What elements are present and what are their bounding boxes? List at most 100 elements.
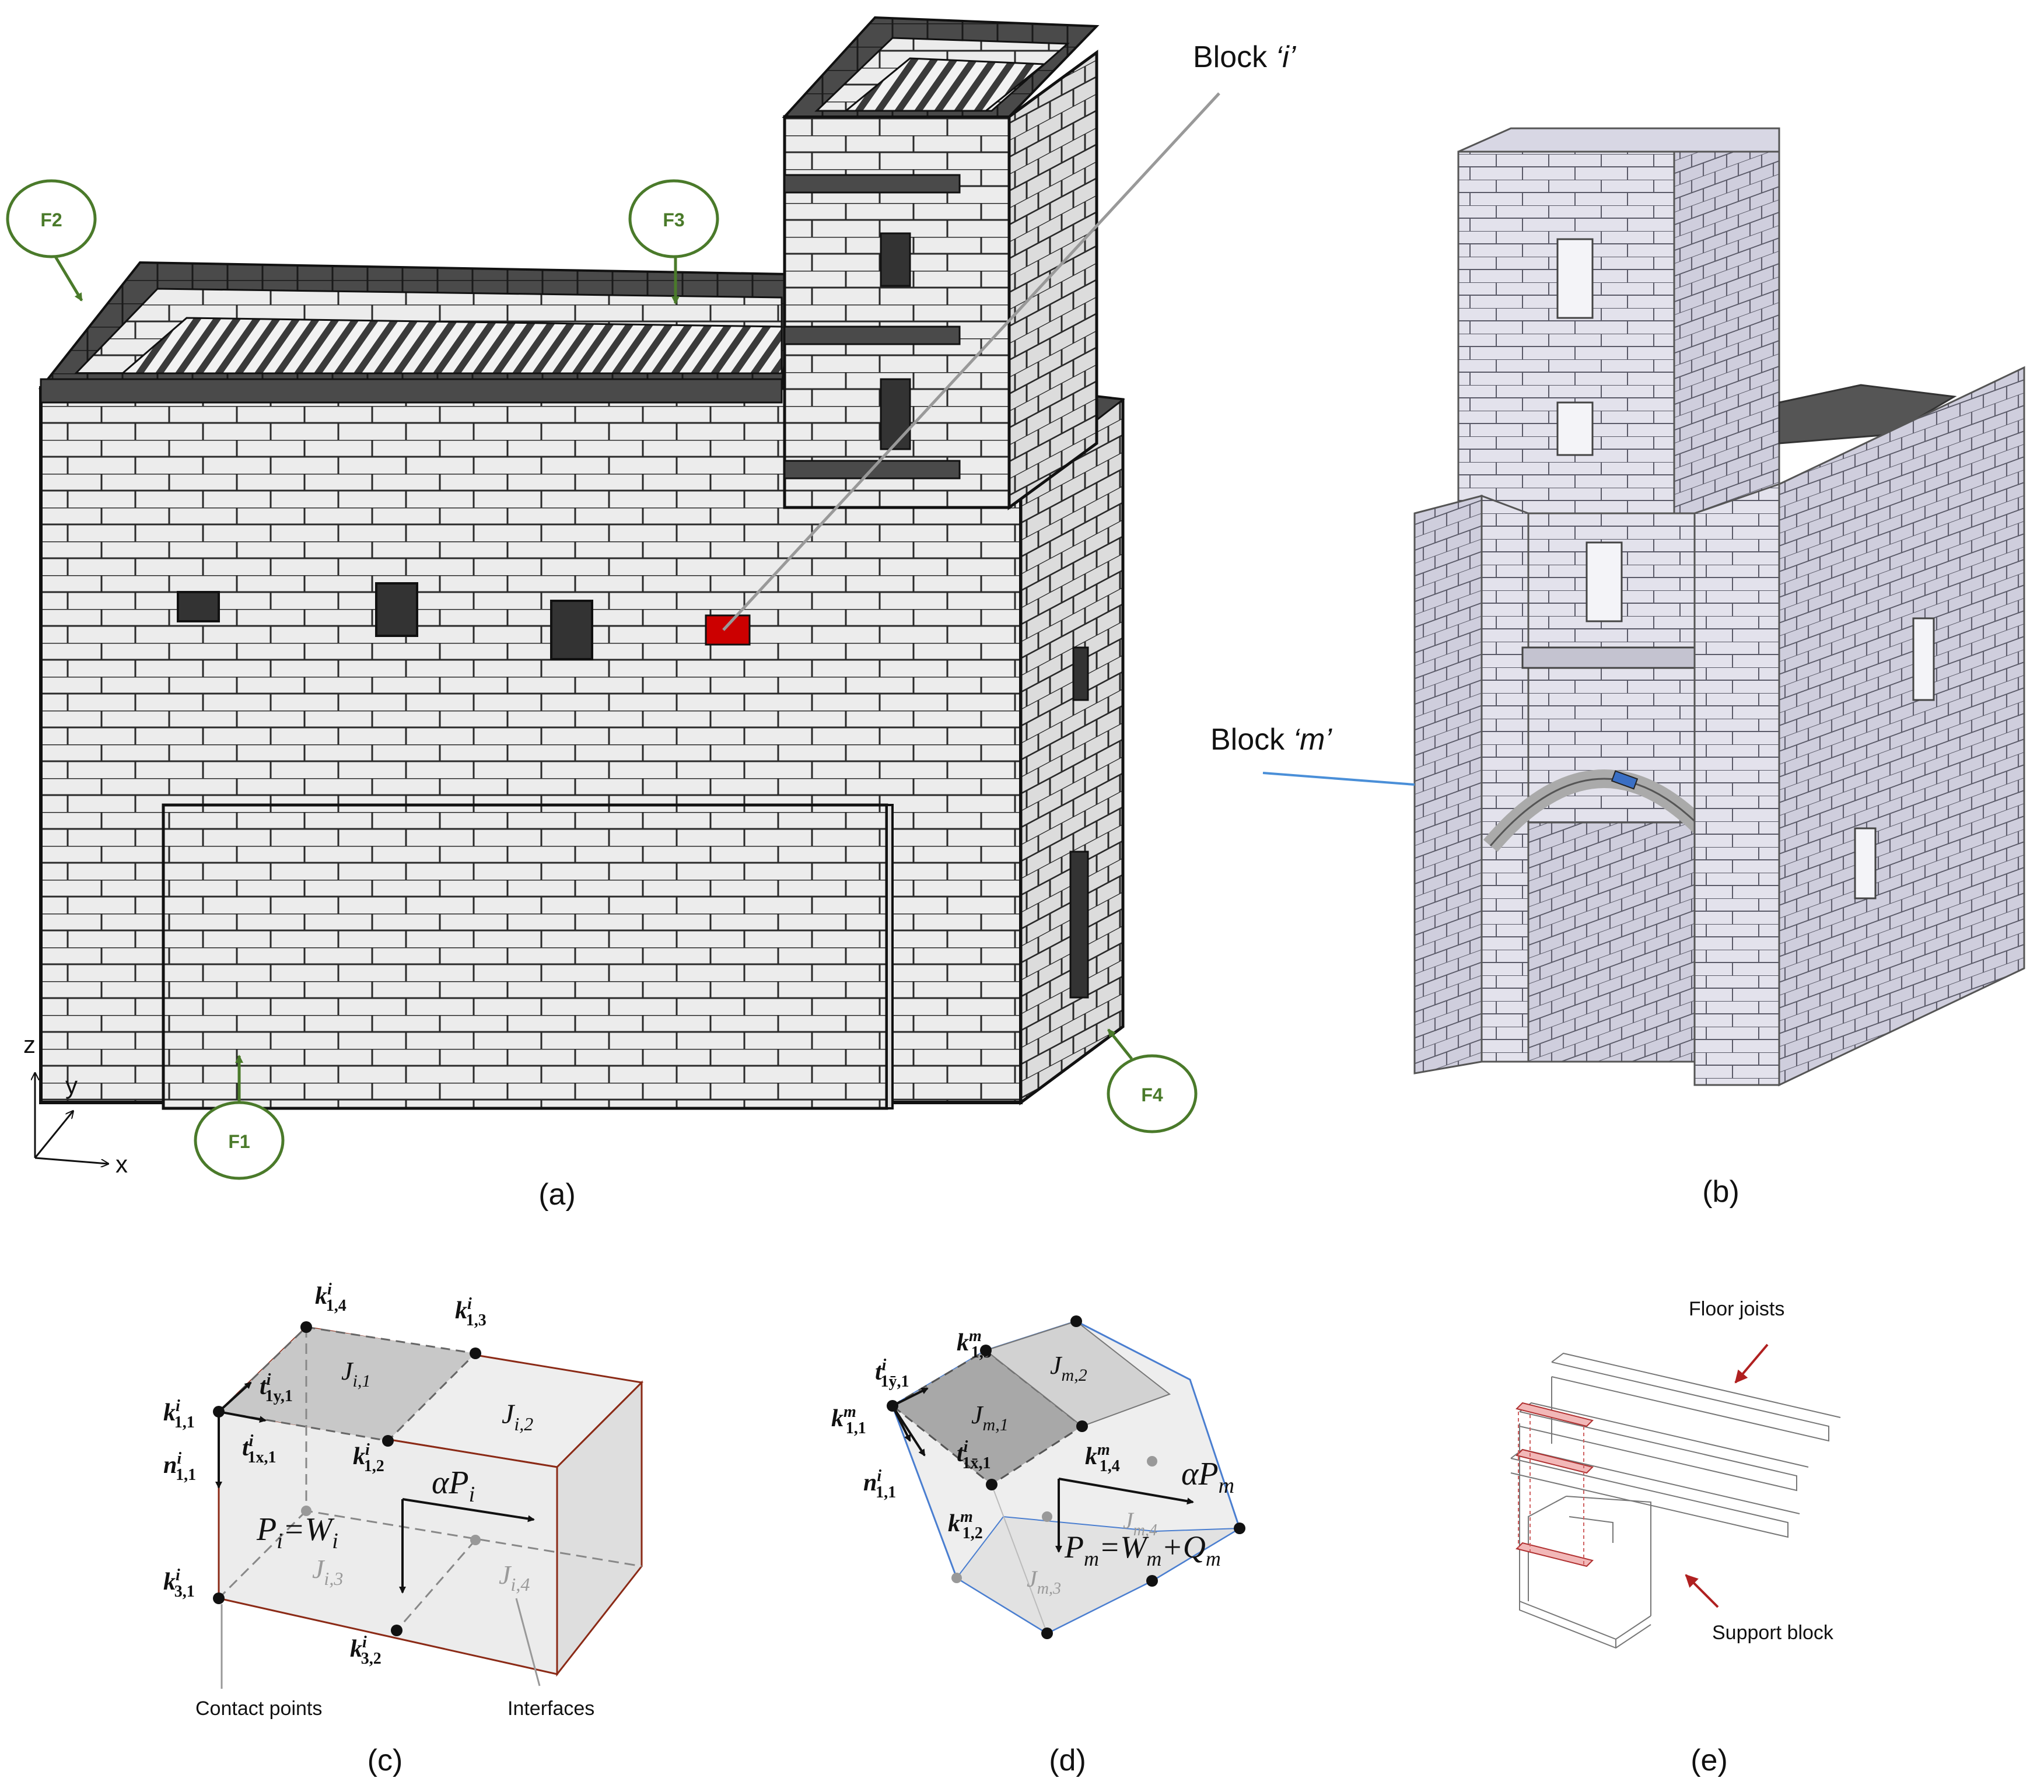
label-J1: Ji,1 (341, 1357, 370, 1391)
window-3 (550, 600, 593, 660)
t1y-vector-d (892, 1387, 929, 1407)
panel-b: Block ‘m’ (b) (1210, 127, 2025, 1209)
interfaces-label: Interfaces (508, 1698, 594, 1720)
label-alphaP-c: αPi (432, 1465, 475, 1507)
panel-a: Block ‘i’ F2 F3 F1 F4 z y (6, 16, 1297, 1212)
floor-b (1521, 646, 1719, 669)
tower-b-side (1673, 150, 1780, 526)
caption-c: (c) (368, 1744, 403, 1777)
tower-b-top (1458, 127, 1780, 153)
tower-joists (843, 57, 1047, 112)
caption-a: (a) (538, 1178, 576, 1212)
right-wall-b-side (1778, 366, 2025, 1087)
caption-d: (d) (1049, 1744, 1086, 1777)
tower-window-2 (880, 378, 911, 450)
svg-text:y: y (65, 1072, 78, 1099)
force-F3: F3 (628, 179, 719, 304)
t1x-vector (218, 1410, 267, 1423)
label-PW-c: Pi=Wi (256, 1511, 338, 1553)
highlighted-block-i (705, 614, 751, 646)
right-wall-b-window-1 (1912, 617, 1935, 701)
svg-text:F1: F1 (228, 1131, 250, 1152)
door-side (1069, 850, 1089, 999)
label-Jm1: Jm,1 (971, 1401, 1009, 1434)
highlighted-block-m (1611, 770, 1639, 790)
svg-text:F3: F3 (663, 209, 684, 230)
arch-b-area (1527, 821, 1710, 1063)
right-wall-b-window-2 (1854, 827, 1877, 900)
left-wall-b-face (1480, 494, 1530, 1063)
parapet-front-rim (40, 378, 783, 404)
right-buttress (886, 804, 894, 1110)
label-J3: Ji,3 (312, 1554, 343, 1589)
joists-wireframe (1510, 1352, 1841, 1649)
n11-vector-d (891, 1405, 911, 1442)
label-PWQ-d: Pm=Wm+Qm (1064, 1530, 1221, 1570)
block-i-label: Block ‘i’ (1193, 40, 1297, 74)
tower-b-front (1457, 150, 1675, 526)
label-alphaP-d: αPm (1181, 1456, 1234, 1498)
right-wall-b (1693, 482, 1780, 1086)
force-F1: F1 (194, 1055, 285, 1180)
window-1 (177, 591, 220, 622)
floor-joists-arrow (1734, 1343, 1769, 1384)
label-Jm3: Jm,3 (1027, 1566, 1061, 1598)
tower-side (1007, 50, 1098, 510)
tower-window-1 (880, 232, 911, 287)
label-Jm2: Jm,2 (1050, 1351, 1087, 1385)
contact-points-label: Contact points (195, 1698, 322, 1720)
svg-text:x: x (116, 1150, 128, 1178)
lower-wall-projection (162, 803, 888, 1110)
floor-joists-label: Floor joists (1689, 1298, 1784, 1320)
block-c (216, 1326, 644, 1677)
force-F4: F4 (1107, 1028, 1198, 1133)
coordinate-axes: z y x (23, 1031, 128, 1178)
label-J2: Ji,2 (502, 1399, 533, 1434)
block-m-label: Block ‘m’ (1210, 723, 1332, 757)
panel-e: Floor joists Support block (e) (1510, 1298, 1841, 1777)
block-m-leader (1262, 772, 1415, 786)
caption-e: (e) (1690, 1744, 1728, 1777)
tower-band-1 (783, 174, 961, 194)
tower-band-2 (783, 326, 961, 345)
svg-text:F2: F2 (40, 209, 62, 230)
force-F2: F2 (6, 179, 97, 302)
tower-b-window-2 (1556, 401, 1594, 456)
window-side-1 (1072, 646, 1089, 701)
support-pads (1516, 1402, 1594, 1567)
roof-joists (120, 317, 783, 374)
alphaP-vector-c (402, 1498, 535, 1522)
left-wall-b (1413, 495, 1483, 1074)
label-Jm4: Jm,4 (1123, 1507, 1157, 1539)
caption-b: (b) (1702, 1175, 1740, 1209)
svg-text:z: z (23, 1031, 36, 1058)
support-block-arrow (1685, 1574, 1719, 1608)
block-i-leader (722, 92, 1220, 631)
t1y-vector (218, 1381, 252, 1413)
label-J4: Ji,4 (499, 1560, 530, 1595)
svg-text:F4: F4 (1141, 1084, 1163, 1105)
interfaces-leader (515, 1598, 541, 1686)
alphaP-vector-d (1058, 1478, 1194, 1505)
center-b-window (1586, 541, 1623, 622)
